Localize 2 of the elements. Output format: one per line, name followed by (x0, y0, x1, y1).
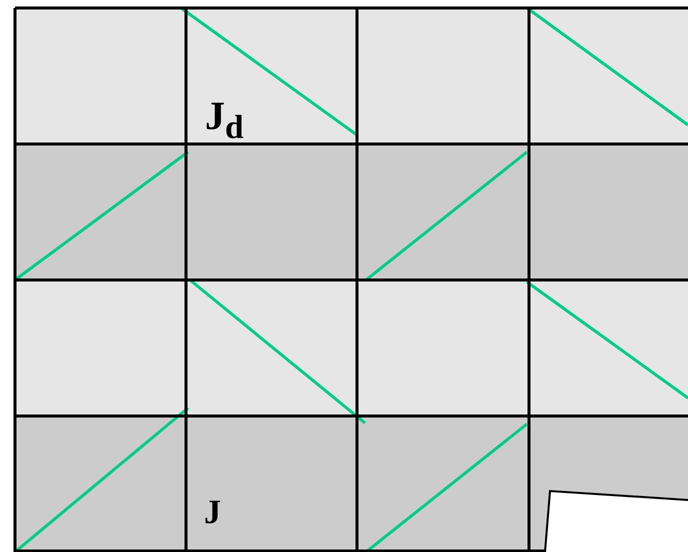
symbol-label: J$_{d}$ (205, 96, 244, 144)
symbol-label: J (204, 496, 221, 530)
